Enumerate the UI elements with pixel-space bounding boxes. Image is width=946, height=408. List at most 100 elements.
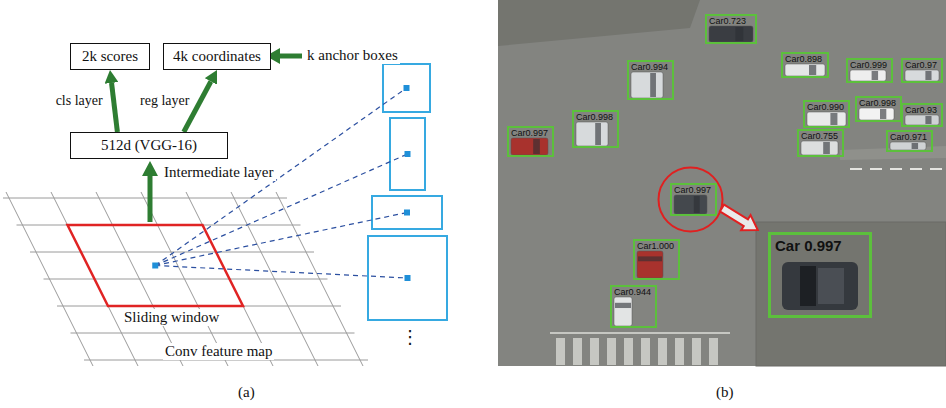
crosswalk-stripe [607,338,616,365]
zoom-arrow [717,200,762,237]
car-body [674,195,707,214]
car-body [859,108,894,120]
car-window [823,142,830,154]
sidewalk [498,0,700,46]
car-window [800,266,816,306]
car [709,26,753,42]
crosswalk-stripe [624,338,633,365]
car-roof [818,268,844,304]
car-body [905,70,939,81]
grid-line [231,192,318,366]
detection-box: Car0.994 [627,60,674,100]
car-body [850,70,886,81]
car [511,138,548,155]
car [674,195,707,214]
grid-line [276,192,363,366]
car-window [880,109,886,119]
node-text: Car0.999 [850,60,887,70]
car-body [631,72,663,98]
node-text: Car0.998 [859,98,896,108]
anchor-center [405,151,411,157]
anchor-box [383,64,430,112]
zoom-inset [756,222,946,366]
car-body [801,141,838,155]
car-window [638,256,662,261]
car-body [511,138,548,155]
grid-line [30,252,314,253]
car-window [650,73,656,97]
projection-line [155,266,407,279]
continuation-mark: ⋮ [399,326,421,347]
car [807,112,846,126]
car [859,108,894,120]
car-body [782,262,858,310]
node-text: Car0.93 [905,105,937,115]
car-body [614,297,632,326]
car-window [830,113,837,125]
asphalt [498,0,946,366]
car-body [890,142,926,150]
node-text: 4k coordinates [173,48,261,65]
crosswalk-stripe [675,338,684,365]
car [631,72,663,98]
arrow-head [142,161,158,176]
anchor-center [404,85,410,91]
detection-box: Car0.723 [705,14,757,44]
grid-line [141,192,228,366]
car [637,251,663,278]
window-center [152,263,158,269]
car [905,115,939,125]
detection-box: Car0.997 [507,126,554,157]
car-window [925,116,931,124]
detection-box: Car0.998 [855,96,902,122]
crosswalk-stripe [641,338,650,365]
node-text: Car0.898 [785,54,822,64]
detection-box: Car0.997 [670,183,717,216]
car [576,122,608,146]
car-window [872,71,878,80]
anchor-center [405,275,411,281]
grid-line [3,198,287,199]
car-window [809,65,816,75]
anchor-box [368,236,447,320]
highlight-circle [659,168,723,232]
arrow-connector [112,83,118,132]
car [614,297,632,326]
anchor-center [404,210,410,216]
car [785,64,825,76]
annotation: Intermediate layer [162,164,276,181]
crosswalk-stripe [556,338,565,365]
car [890,142,926,150]
projection-line [155,213,407,266]
panel-label: (a) [236,384,257,401]
block-arrow [148,175,153,222]
crosswalk-stripe [590,338,599,365]
car-body [637,251,663,278]
car-window [925,71,931,80]
grid-line [71,333,355,334]
lane-marking [870,168,882,170]
annotation: Sliding window [122,309,221,326]
detection-box: Car0.97 [901,58,943,83]
aerial-photo [498,0,946,366]
node-text: Car 0.997 [775,237,842,254]
detection-box: Car0.998 [572,110,619,148]
node-text: 2k scores [82,48,138,65]
node-text: Car0.971 [890,132,927,142]
lane-marking [910,168,922,170]
edge-label: reg layer [138,93,191,109]
anchor-box [390,118,425,190]
node-text: Car0.755 [801,131,838,141]
detection-box: Car0.755 [797,129,844,157]
crosswalk-stripe [709,338,718,365]
node-text: 512d (VGG-16) [101,137,197,154]
panel-label: (b) [714,384,736,401]
zoomed-detection-box: Car 0.997 [768,232,872,318]
crosswalk-stripe [692,338,701,365]
feature-map-grid [3,192,368,366]
zoomed-car [782,262,858,310]
annotation: k anchor boxes [305,47,400,64]
car-body [576,122,608,146]
layer-box: 2k scores [70,43,150,70]
car-body [709,26,753,42]
